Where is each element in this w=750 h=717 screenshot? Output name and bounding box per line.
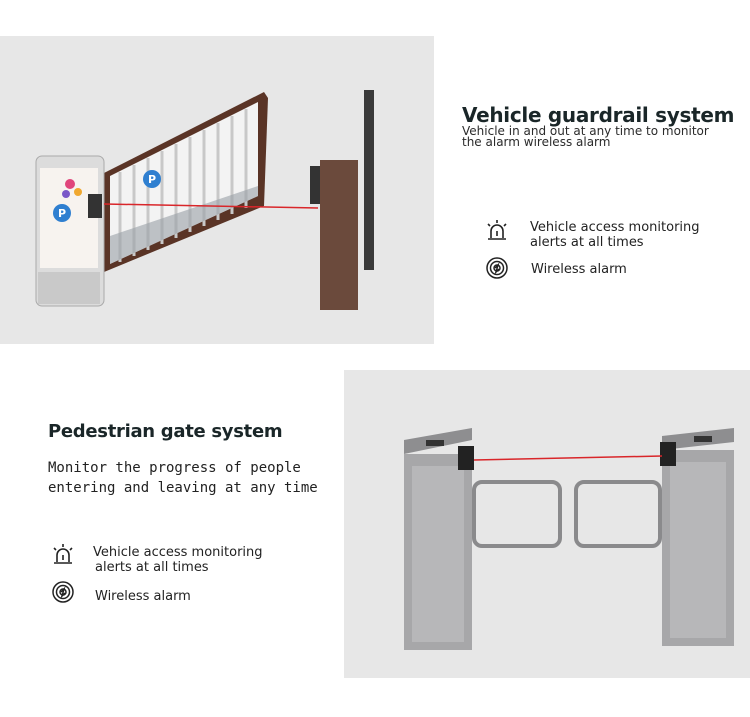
feature-label-line2: alerts at all times	[530, 235, 644, 250]
subtitle-line2: entering and leaving at any time	[48, 480, 318, 496]
vehicle-section-title: Vehicle guardrail system	[462, 103, 735, 127]
pedestrian-section-subtitle: Monitor the progress of people entering …	[48, 458, 338, 498]
subtitle-line1: Monitor the progress of people	[48, 460, 301, 476]
feature-label-line2: alerts at all times	[95, 560, 209, 575]
pedestrian-section-title: Pedestrian gate system	[48, 421, 283, 442]
vehicle-guardrail-photo: P P	[0, 36, 434, 344]
pedestrian-feature-monitoring: Vehicle access monitoring alerts at all …	[93, 545, 263, 575]
wireless-alarm-icon	[484, 256, 510, 282]
pedestrian-gate-illustration	[404, 428, 734, 650]
feature-label-line1: Vehicle access monitoring	[530, 220, 700, 235]
alarm-siren-icon	[484, 218, 510, 244]
wireless-alarm-icon	[50, 580, 76, 606]
alarm-siren-icon	[50, 542, 76, 568]
vehicle-feature-wireless-alarm: Wireless alarm	[531, 262, 627, 277]
svg-text:P: P	[58, 207, 66, 220]
svg-text:P: P	[148, 173, 156, 186]
vehicle-guardrail-illustration: P P	[35, 90, 374, 310]
pedestrian-feature-wireless-alarm: Wireless alarm	[95, 589, 191, 604]
vehicle-feature-monitoring: Vehicle access monitoring alerts at all …	[530, 220, 700, 250]
vehicle-section-subtitle: Vehicle in and out at any time to monito…	[462, 124, 709, 149]
feature-label-line1: Vehicle access monitoring	[93, 545, 263, 560]
pedestrian-gate-photo	[344, 370, 750, 678]
